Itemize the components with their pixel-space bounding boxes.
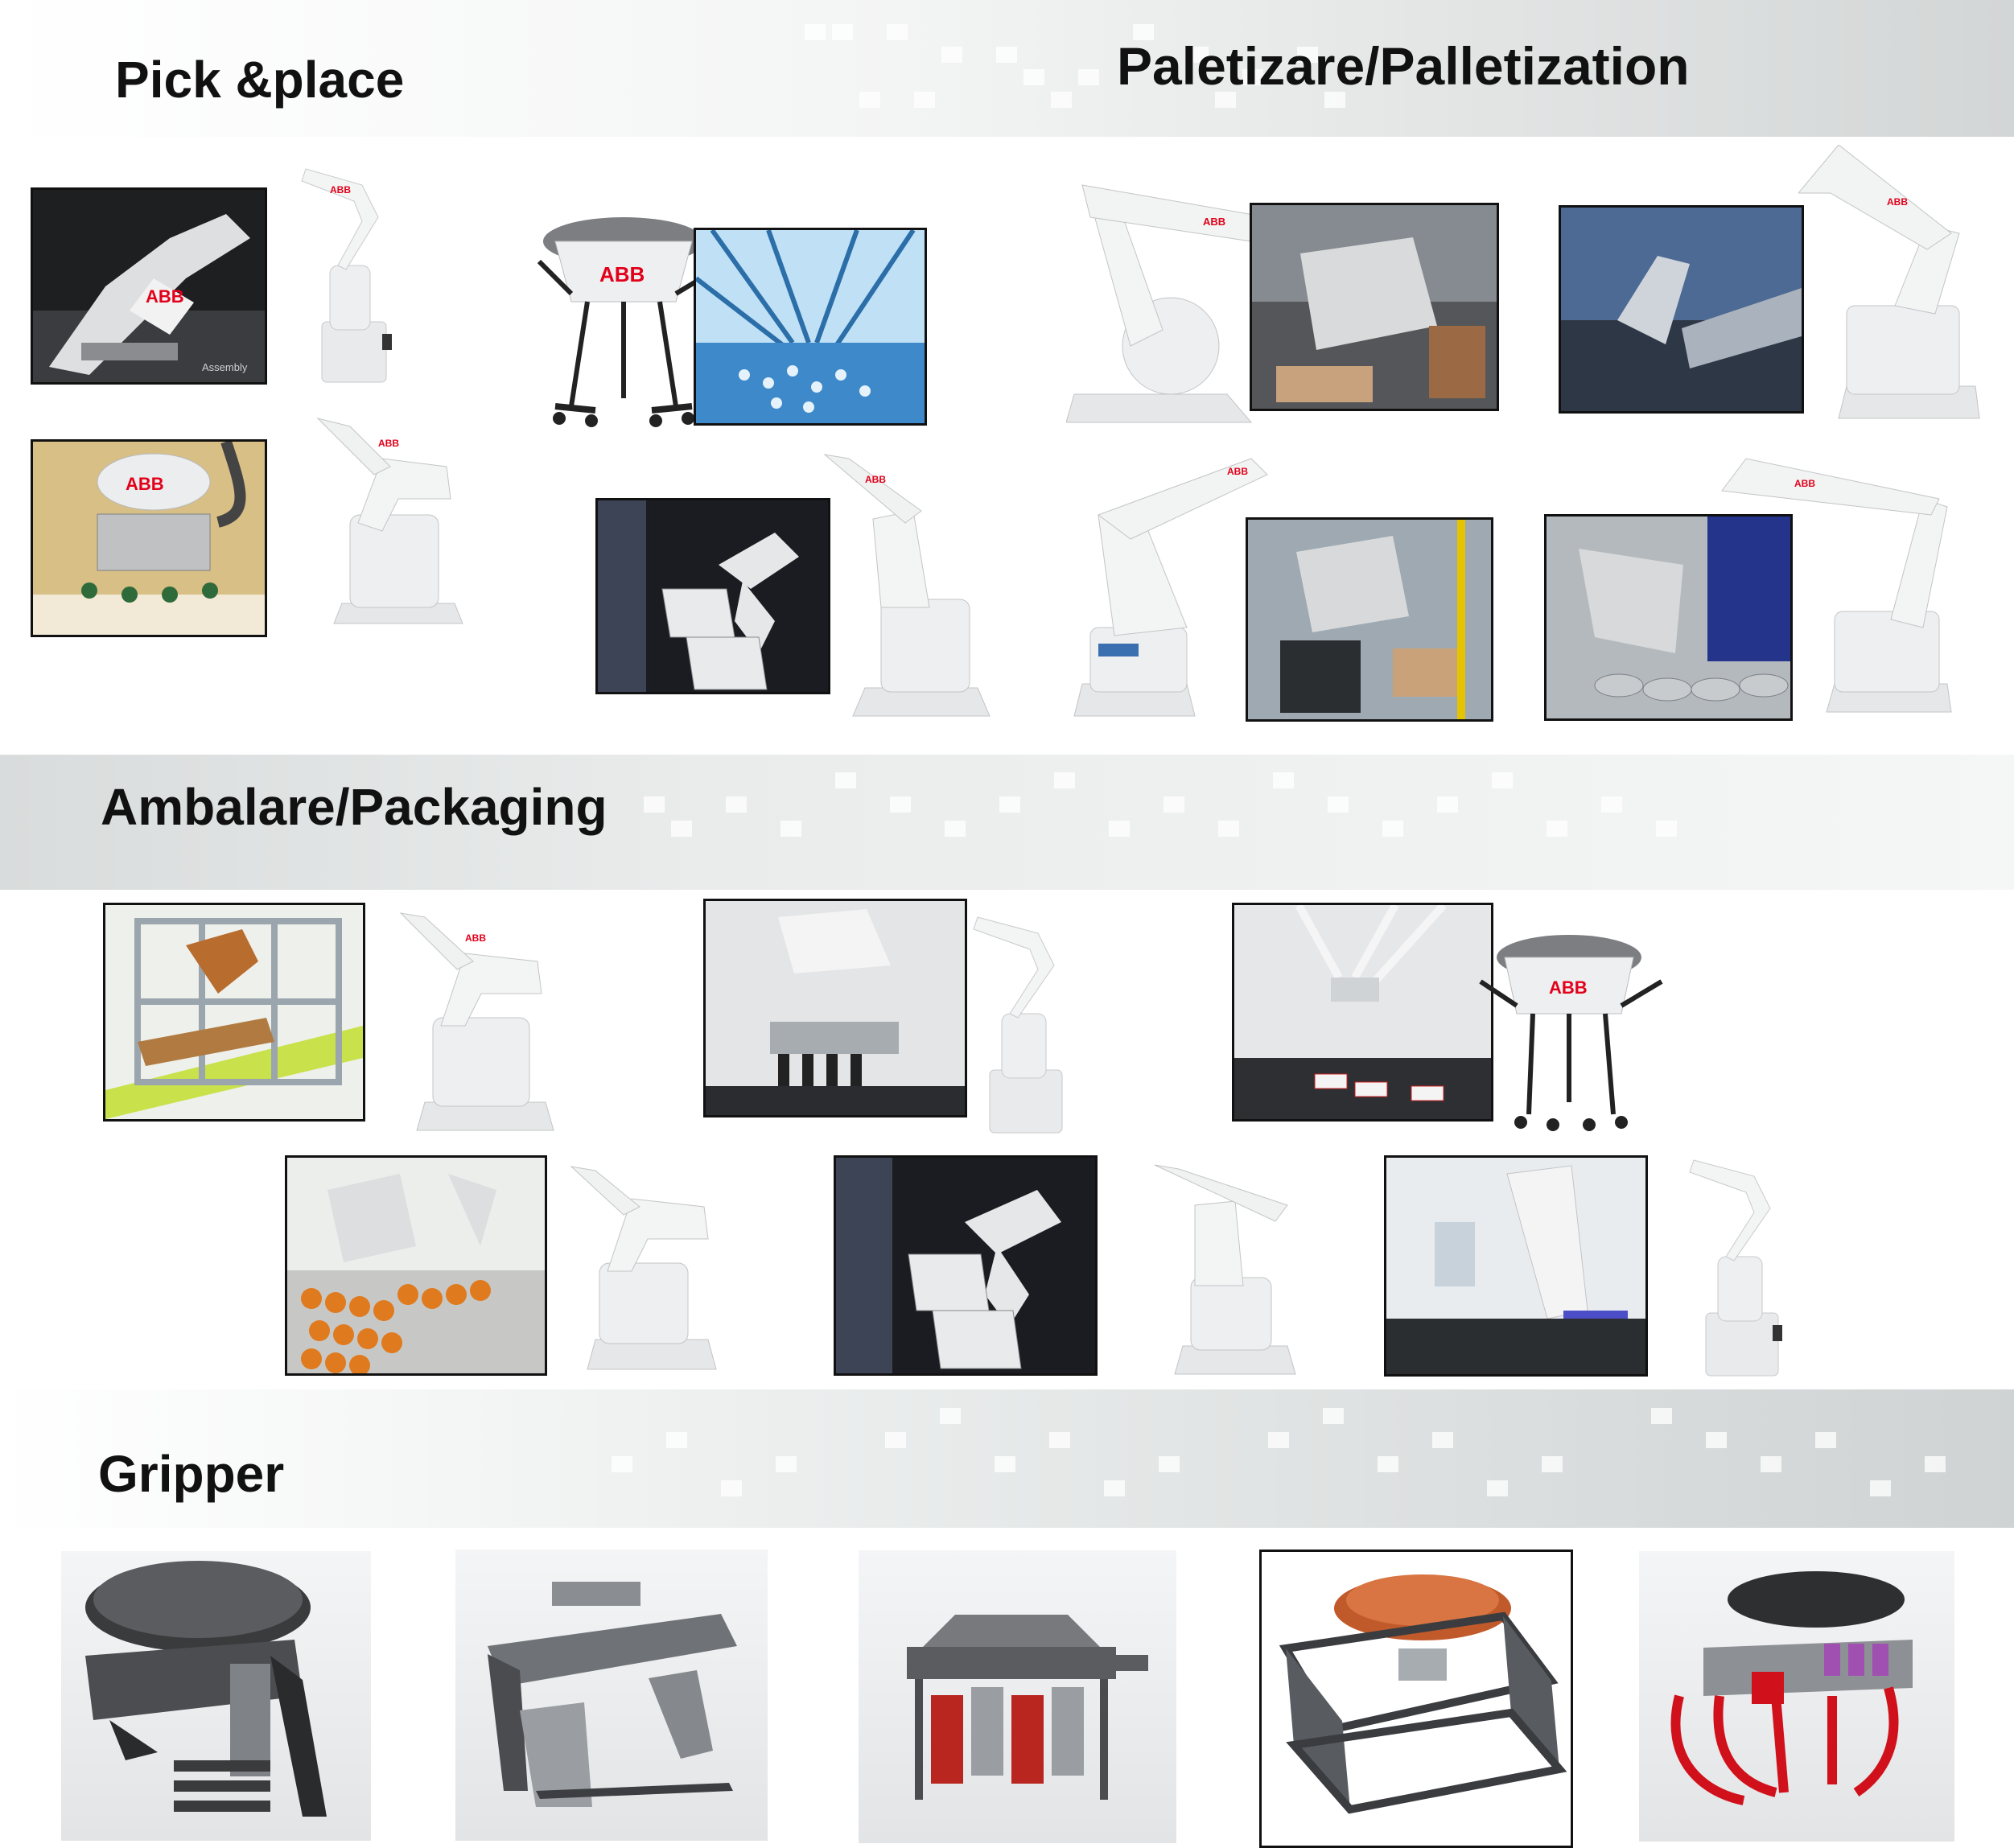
robot-arm-medium: ABB xyxy=(310,410,471,636)
pixel-pattern-mid xyxy=(644,772,1770,869)
header-band-packaging xyxy=(0,755,2014,890)
photo-palletizing-kegs xyxy=(1544,514,1793,721)
robot-arm-packaging-1: ABB xyxy=(393,905,562,1138)
svg-text:ABB: ABB xyxy=(1227,466,1248,477)
section-title-packaging: Ambalare/Packaging xyxy=(101,778,607,836)
section-title-gripper: Gripper xyxy=(98,1445,285,1503)
svg-text:ABB: ABB xyxy=(1887,196,1908,208)
pixel-pattern-bottom xyxy=(612,1408,1979,1513)
svg-text:ABB: ABB xyxy=(599,262,645,286)
cad-gripper-bag-frame xyxy=(1259,1550,1573,1848)
pixel-pattern-top xyxy=(805,24,1368,121)
photo-packaging-vacuum-gripper xyxy=(703,899,967,1117)
robot-arm-packaging-small-2 xyxy=(1678,1152,1798,1377)
abb-logo: ABB xyxy=(146,286,184,307)
svg-text:ABB: ABB xyxy=(330,184,351,196)
svg-text:ABB: ABB xyxy=(1203,216,1225,228)
photo-assembly-cell: ABB Assembly xyxy=(31,187,267,385)
photo-delta-packaging-line xyxy=(1232,903,1493,1122)
svg-text:ABB: ABB xyxy=(1794,478,1815,489)
photo-packaging-boxes-dark xyxy=(595,498,830,694)
robot-arm-small: ABB xyxy=(290,161,410,386)
palletizer-robot-tall: ABB xyxy=(1798,145,1983,426)
photo-packaging-boxes-dark-2 xyxy=(834,1155,1098,1376)
photo-palletizing-cell-boxes xyxy=(1246,517,1493,722)
palletizer-robot-large: ABB xyxy=(1066,169,1308,426)
svg-text:ABB: ABB xyxy=(865,474,886,485)
palletizer-robot-irb: ABB xyxy=(1066,451,1275,724)
cad-gripper-multi-finger xyxy=(859,1550,1176,1843)
photo-delta-picking-line xyxy=(694,228,927,426)
svg-text:ABB: ABB xyxy=(126,474,164,494)
svg-text:ABB: ABB xyxy=(1549,978,1588,998)
section-title-pick-place: Pick &place xyxy=(115,51,405,109)
robot-arm-packaging-small xyxy=(966,909,1078,1134)
cad-gripper-red-claw xyxy=(1639,1551,1954,1842)
photo-gripper-vacuum: ABB xyxy=(31,439,267,637)
section-title-palletization: Paletizare/Palletization xyxy=(1117,36,1690,96)
robot-arm-medium-2: ABB xyxy=(817,447,994,728)
robot-arm-packaging-3 xyxy=(1147,1157,1299,1382)
robot-arm-packaging-2 xyxy=(563,1159,724,1376)
cad-gripper-fork xyxy=(455,1550,768,1841)
photo-packaging-frame-cell xyxy=(103,903,365,1122)
photo-palletizing-warehouse xyxy=(1250,203,1499,411)
delta-robot-flexpicker-2: ABB xyxy=(1472,925,1666,1134)
svg-text:ABB: ABB xyxy=(378,438,399,449)
header-band-top xyxy=(6,0,2014,137)
photo-packaging-buns xyxy=(285,1155,547,1376)
cad-gripper-rotary-plate xyxy=(61,1551,371,1841)
palletizer-robot-4axis: ABB xyxy=(1714,451,1955,716)
photo-palletizing-line-blue xyxy=(1559,205,1804,414)
svg-text:ABB: ABB xyxy=(465,932,486,944)
photo-caption: Assembly xyxy=(202,361,248,373)
photo-packaging-cleanroom xyxy=(1384,1155,1648,1377)
